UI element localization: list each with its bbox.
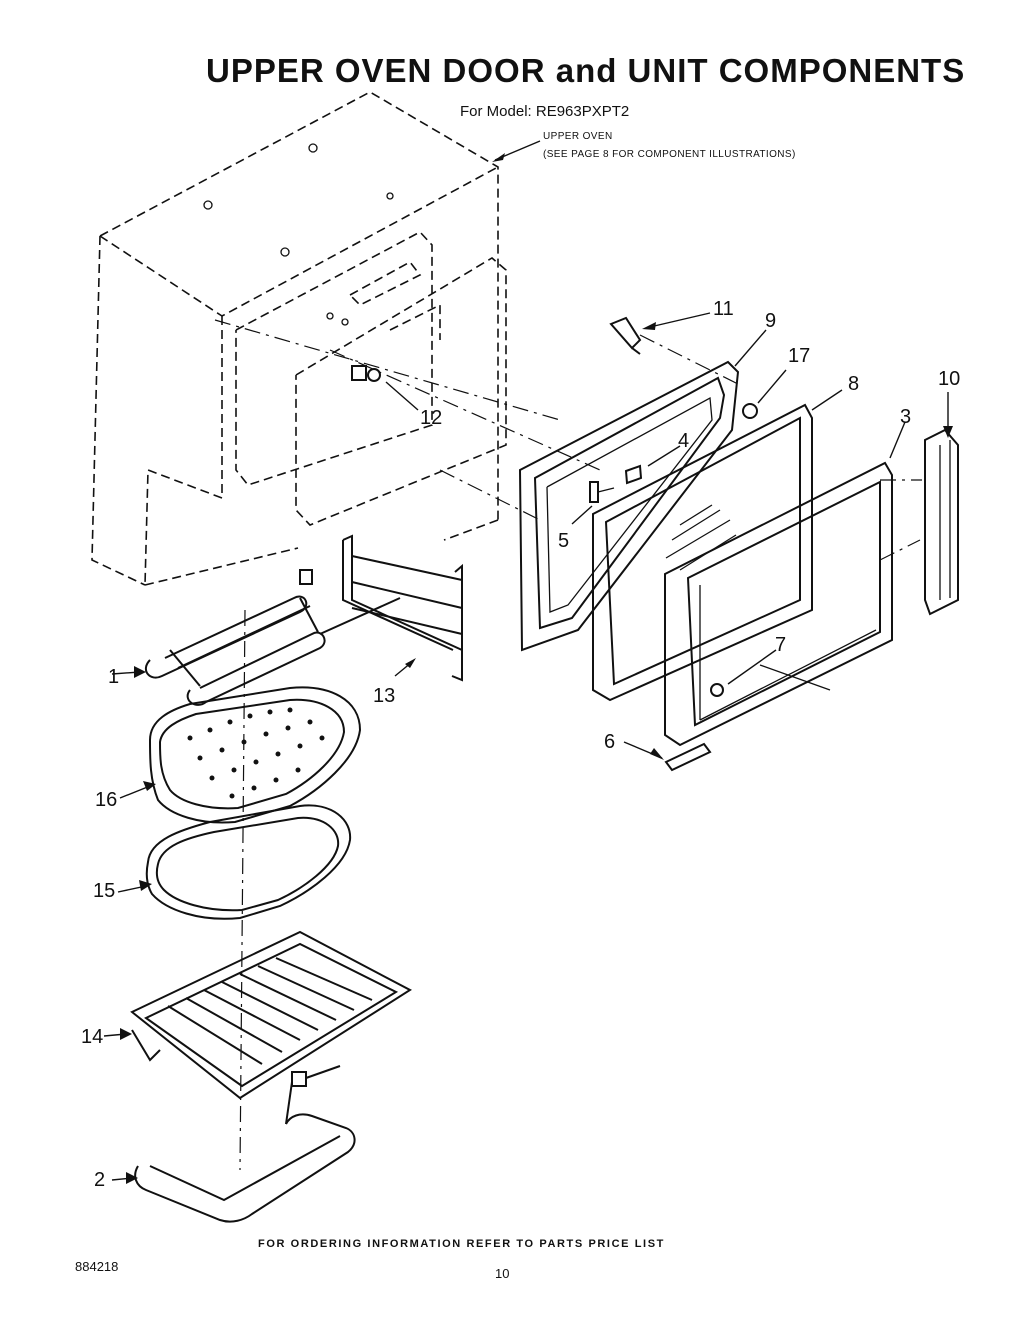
callout-12: 12 [420,407,442,429]
callout-3: 3 [900,406,911,428]
callout-10: 10 [938,368,960,390]
model-number: For Model: RE963PXPT2 [460,103,630,120]
part-1-broil-element [111,569,401,706]
part-3-outer-door-frame [664,421,906,747]
callout-8: 8 [848,373,859,395]
document-number: 884218 [75,1259,119,1274]
upper-oven-cavity-outline [91,91,541,586]
part-14-broiler-rack [103,930,412,1100]
callout-5: 5 [558,530,569,552]
part-7-door-bumper [710,649,777,697]
part-16-broiler-pan-insert [119,686,362,824]
part-8-window-glass-assembly [592,389,843,702]
callout-15: 15 [93,880,115,902]
part-11-screw [609,312,711,355]
part-15-broiler-pan [117,804,352,920]
part-6-hinge-plate [623,741,712,772]
page-number: 10 [495,1266,510,1281]
reference-label-upper-oven: UPPER OVEN [543,131,613,142]
ordering-info-note: FOR ORDERING INFORMATION REFER TO PARTS … [258,1238,665,1250]
part-10-door-side-trim [924,392,959,616]
part-9-inner-door-panel [518,329,767,652]
callout-9: 9 [765,310,776,332]
callout-14: 14 [81,1026,103,1048]
page-title: UPPER OVEN DOOR and UNIT COMPONENTS [206,52,966,89]
callout-7: 7 [775,634,786,656]
callout-16: 16 [95,789,117,811]
callout-13: 13 [373,685,395,707]
callout-17: 17 [788,345,810,367]
callout-6: 6 [604,731,615,753]
reference-label-see-page: (SEE PAGE 8 FOR COMPONENT ILLUSTRATIONS) [543,149,796,160]
part-17-bushing [742,369,787,419]
alignment-centerlines [214,319,922,1171]
part-13-rack-support [342,534,463,682]
callout-1: 1 [108,666,119,688]
callout-11: 11 [713,298,734,320]
callout-4: 4 [678,430,689,452]
part-2-bake-element [111,1065,356,1223]
part-4-door-stop [624,445,681,485]
part-12-door-latch-bracket [351,365,419,411]
part-5-hinge-pin [571,481,615,525]
callout-2: 2 [94,1169,105,1191]
